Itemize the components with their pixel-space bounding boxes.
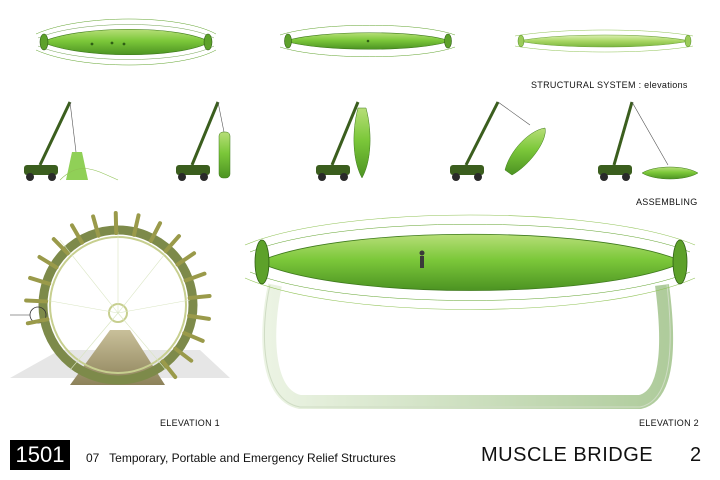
ring-post — [91, 214, 101, 238]
ring-post — [173, 346, 194, 363]
ring-post — [51, 237, 70, 256]
ring-post — [163, 234, 181, 254]
ring-post — [37, 255, 59, 270]
caption-elevation-2: ELEVATION 2 — [639, 418, 699, 428]
page-number: 2 — [690, 444, 702, 466]
project-id-badge: 1501 — [10, 440, 70, 470]
assembly-step-2 — [176, 101, 231, 181]
category-line: 07 Temporary, Portable and Emergency Rel… — [86, 451, 396, 465]
assembly-step-3 — [316, 101, 371, 181]
caption-elevation-1: ELEVATION 1 — [160, 418, 220, 428]
ring-post — [148, 221, 163, 243]
elevation-2-bridge — [244, 214, 696, 409]
category-title: Temporary, Portable and Emergency Relief… — [109, 451, 396, 465]
project-title: MUSCLE BRIDGE — [481, 444, 654, 466]
elevation-tube-3 — [514, 29, 694, 53]
elevation-1-spokes — [24, 211, 212, 380]
ring-post — [28, 275, 52, 286]
category-number: 07 — [86, 451, 100, 465]
ring-post — [24, 298, 49, 304]
assembly-step-4 — [450, 101, 546, 181]
ring-post — [183, 271, 207, 283]
elevation-tube-2 — [279, 25, 456, 57]
caption-structural-system: STRUCTURAL SYSTEM : elevations — [531, 80, 688, 90]
assembly-step-1 — [24, 101, 119, 181]
elevation-tube-1 — [35, 18, 217, 66]
ring-post — [175, 251, 197, 267]
assembly-step-5 — [598, 101, 699, 181]
ring-post — [187, 293, 212, 300]
elevation-1-ring — [10, 225, 230, 385]
ring-post — [182, 331, 205, 343]
ring-post — [25, 317, 50, 326]
ring-post — [160, 359, 178, 380]
ring-post — [187, 313, 211, 321]
ring-post — [70, 223, 85, 245]
person-figure — [419, 250, 425, 268]
caption-assembling: ASSEMBLING — [636, 197, 698, 207]
ring-post — [132, 213, 141, 237]
